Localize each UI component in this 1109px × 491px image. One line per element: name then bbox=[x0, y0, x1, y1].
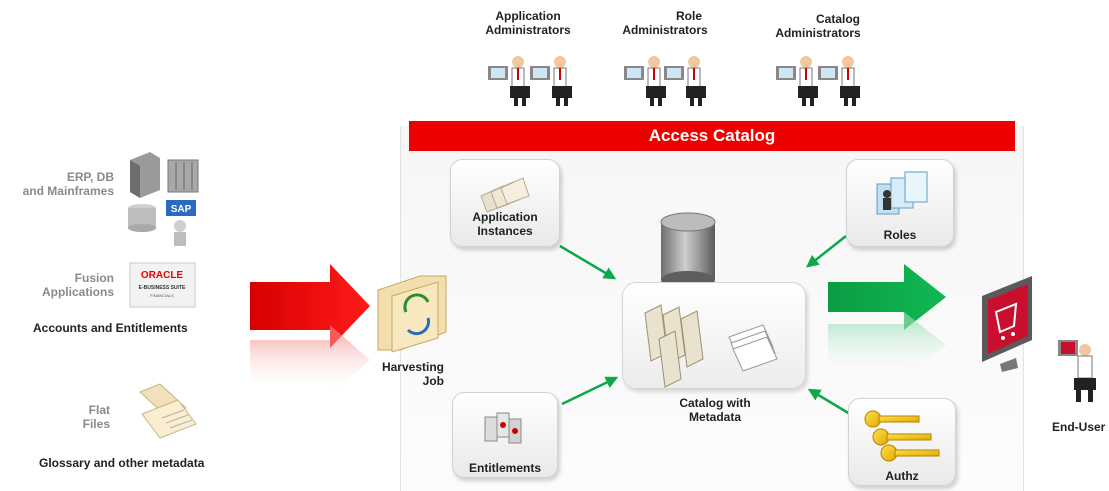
svg-text:E-BUSINESS SUITE: E-BUSINESS SUITE bbox=[139, 285, 186, 291]
tile-roles: Roles bbox=[846, 159, 954, 247]
connector-roles bbox=[806, 235, 847, 268]
connector-authz bbox=[807, 388, 851, 416]
accounts-entitlements-label: Accounts and Entitlements bbox=[33, 321, 188, 335]
sap-logo-icon: SAP bbox=[166, 200, 196, 246]
end-user-person-icon bbox=[1058, 340, 1096, 402]
catalog-output-arrow bbox=[828, 264, 946, 378]
harvest-input-arrow bbox=[250, 264, 370, 395]
catalog-documents-icon bbox=[644, 304, 778, 388]
connector-app-instances bbox=[559, 244, 617, 280]
shopping-cart-monitor-icon bbox=[982, 276, 1032, 372]
glossary-metadata-label: Glossary and other metadata bbox=[39, 456, 205, 470]
svg-text:SAP: SAP bbox=[171, 204, 192, 215]
svg-text:FINANCIALS: FINANCIALS bbox=[150, 293, 174, 298]
roles-icon bbox=[876, 171, 928, 215]
application-instances-icon bbox=[480, 177, 530, 213]
svg-text:ORACLE: ORACLE bbox=[141, 270, 184, 281]
admin-group-catalog-icon bbox=[776, 56, 860, 106]
flat-files-folder-icon bbox=[139, 383, 197, 439]
key-icon bbox=[864, 410, 940, 462]
harvesting-job-folder-icon bbox=[377, 275, 447, 353]
entitlements-icon bbox=[484, 412, 522, 444]
admin-group-application-icon bbox=[488, 56, 572, 106]
admin-group-role-icon bbox=[624, 56, 706, 106]
tile-authz: Authz bbox=[848, 398, 956, 486]
database-icon bbox=[660, 212, 716, 289]
access-catalog-banner: Access Catalog bbox=[409, 121, 1015, 151]
connector-entitlements bbox=[561, 376, 619, 406]
tile-entitlements: Entitlements bbox=[452, 392, 558, 478]
end-user-label: End-User bbox=[1052, 420, 1106, 434]
erp-hardware-icon bbox=[128, 152, 199, 232]
catalog-metadata-box bbox=[622, 282, 806, 389]
oracle-ebs-logo-icon: ORACLE E-BUSINESS SUITE FINANCIALS bbox=[129, 262, 196, 308]
